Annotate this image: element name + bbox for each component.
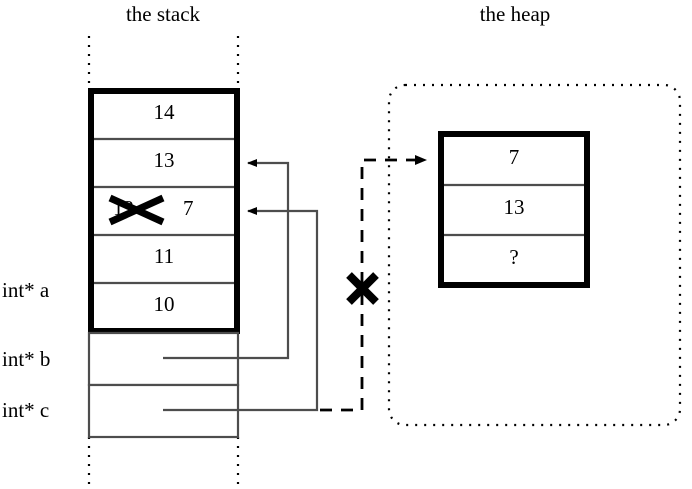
heap-block: [438, 131, 590, 288]
stack-cell-value-2-old: 12: [113, 196, 134, 220]
arrow-c-to-stack-cell: [163, 207, 319, 412]
stack-title: the stack: [125, 2, 201, 26]
cancel-x-mark-value: [108, 194, 165, 226]
cancel-x-mark-pointer: [346, 272, 379, 305]
stack-cell-value-1: 13: [153, 148, 175, 172]
stack-cell-value-4: 10: [153, 292, 175, 316]
stack-cell-value-0: 14: [153, 100, 175, 124]
heap-region-outline: [387, 83, 682, 427]
arrow-b-to-stack-cell: [163, 159, 290, 360]
heap-cell-value-2: ?: [509, 245, 519, 269]
heap-cell-value-0: 7: [508, 145, 520, 169]
arrow-c-to-heap: [320, 155, 427, 412]
pointer-arrows-solid: [163, 159, 319, 412]
stack-var-label-a: int* a: [2, 278, 50, 302]
stack-var-label-c: int* c: [2, 398, 50, 422]
heap-title: the heap: [479, 2, 551, 26]
stack-var-label-b: int* b: [2, 347, 51, 371]
stale-pointer-dashed: [320, 155, 427, 412]
heap-cell-value-1: 13: [503, 195, 525, 219]
stack-pointer-cells: [87, 331, 240, 439]
stack-allocated-block: [88, 88, 240, 334]
stack-cell-value-3: 11: [153, 244, 175, 268]
stack-cell-value-2-new: 7: [183, 196, 194, 220]
